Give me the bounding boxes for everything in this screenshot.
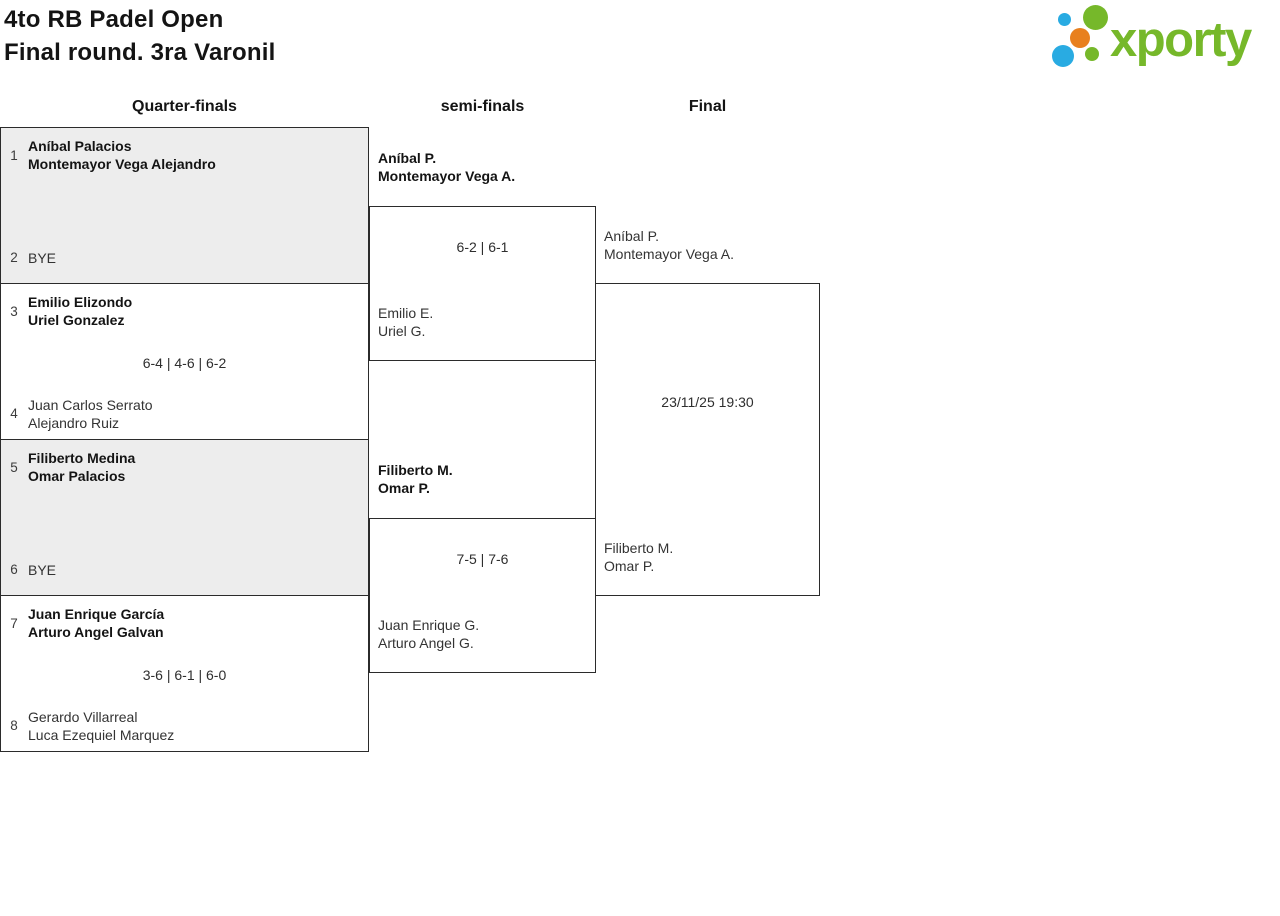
player-name: Emilio E. bbox=[378, 305, 434, 321]
player-name: Luca Ezequiel Marquez bbox=[28, 727, 175, 743]
logo-dot-icon bbox=[1052, 45, 1074, 67]
logo-dot-icon bbox=[1058, 13, 1071, 26]
player-name: Uriel Gonzalez bbox=[28, 312, 125, 328]
player-name: Juan Enrique García bbox=[28, 606, 165, 622]
player-name: Filiberto M. bbox=[378, 462, 453, 478]
bye-label: BYE bbox=[28, 250, 57, 266]
loser-team-names: Juan Enrique G. Arturo Angel G. bbox=[378, 616, 479, 652]
loser-team-names: Emilio E. Uriel G. bbox=[378, 304, 433, 340]
round-header-final: Final bbox=[688, 98, 727, 115]
seed-number: 8 bbox=[10, 718, 18, 733]
player-name: Montemayor Vega Alejandro bbox=[28, 156, 216, 172]
round-category-subtitle: Final round. 3ra Varonil bbox=[4, 39, 276, 66]
winner-team-names: Emilio Elizondo Uriel Gonzalez bbox=[28, 293, 132, 329]
player-name: Aníbal P. bbox=[604, 228, 660, 244]
round-header-semifinals: semi-finals bbox=[440, 98, 525, 115]
player-name: Omar P. bbox=[378, 480, 430, 496]
loser-team-names: Juan Carlos Serrato Alejandro Ruiz bbox=[28, 396, 153, 432]
match-schedule: 23/11/25 19:30 bbox=[661, 394, 754, 410]
winner-team-names: Filiberto Medina Omar Palacios bbox=[28, 449, 135, 485]
winner-team-names: Filiberto M. Omar P. bbox=[378, 461, 453, 497]
qf-match-1-box: 1 Aníbal Palacios Montemayor Vega Alejan… bbox=[0, 127, 369, 284]
bye-label: BYE bbox=[28, 562, 57, 578]
logo-dot-icon bbox=[1070, 28, 1090, 48]
player-name: Aníbal Palacios bbox=[28, 138, 132, 154]
round-header-quarterfinals: Quarter-finals bbox=[132, 98, 237, 115]
player-name: Aníbal P. bbox=[378, 150, 437, 166]
player-name: Montemayor Vega A. bbox=[378, 168, 516, 184]
seed-number: 1 bbox=[10, 148, 18, 163]
seed-number: 7 bbox=[10, 616, 18, 631]
loser-team-names: Gerardo Villarreal Luca Ezequiel Marquez bbox=[28, 708, 174, 744]
logo-wordmark: xporty bbox=[1110, 13, 1252, 67]
qf-match-4-box: 7 Juan Enrique García Arturo Angel Galva… bbox=[0, 595, 369, 752]
seed-number: 2 bbox=[10, 250, 18, 265]
winner-team-names: Aníbal Palacios Montemayor Vega Alejandr… bbox=[28, 137, 216, 173]
player-name: Gerardo Villarreal bbox=[28, 709, 138, 725]
final-match-box: Aníbal P. Montemayor Vega A. 23/11/25 19… bbox=[595, 228, 820, 596]
match-score: 7-5 | 7-6 bbox=[456, 551, 509, 567]
seed-number: 6 bbox=[10, 562, 18, 577]
xporty-logo[interactable]: xporty bbox=[1048, 2, 1278, 74]
player-name: Filiberto M. bbox=[604, 540, 674, 556]
sf-match-1-box: Aníbal P. Montemayor Vega A. 6-2 | 6-1 E… bbox=[369, 150, 596, 361]
bye-slot: BYE bbox=[28, 561, 56, 579]
player-name: Montemayor Vega A. bbox=[604, 246, 734, 262]
player-name: Arturo Angel Galvan bbox=[28, 624, 164, 640]
match-score: 6-2 | 6-1 bbox=[456, 239, 509, 255]
player-name: Emilio Elizondo bbox=[28, 294, 133, 310]
page-title: 4to RB Padel Open Final round. 3ra Varon… bbox=[4, 3, 276, 69]
seed-number: 5 bbox=[10, 460, 18, 475]
finalist-team-names: Filiberto M. Omar P. bbox=[604, 539, 673, 575]
player-name: Juan Enrique G. bbox=[378, 617, 480, 633]
bye-slot: BYE bbox=[28, 249, 56, 267]
logo-dot-icon bbox=[1085, 47, 1099, 61]
winner-team-names: Juan Enrique García Arturo Angel Galvan bbox=[28, 605, 164, 641]
match-score: 6-4 | 4-6 | 6-2 bbox=[142, 355, 227, 371]
winner-team-names: Aníbal P. Montemayor Vega A. bbox=[378, 149, 515, 185]
qf-match-3-box: 5 Filiberto Medina Omar Palacios 6 BYE bbox=[0, 439, 369, 596]
logo-dot-icon bbox=[1083, 5, 1108, 30]
tournament-name: 4to RB Padel Open bbox=[4, 6, 224, 33]
player-name: Uriel G. bbox=[378, 323, 426, 339]
player-name: Filiberto Medina bbox=[28, 450, 136, 466]
player-name: Arturo Angel G. bbox=[378, 635, 474, 651]
player-name: Omar Palacios bbox=[28, 468, 126, 484]
qf-match-2-box: 3 Emilio Elizondo Uriel Gonzalez 6-4 | 4… bbox=[0, 283, 369, 440]
player-name: Omar P. bbox=[604, 558, 655, 574]
sf-match-2-box: Filiberto M. Omar P. 7-5 | 7-6 Juan Enri… bbox=[369, 462, 596, 673]
player-name: Alejandro Ruiz bbox=[28, 415, 120, 431]
match-score: 3-6 | 6-1 | 6-0 bbox=[142, 667, 227, 683]
seed-number: 3 bbox=[10, 304, 18, 319]
player-name: Juan Carlos Serrato bbox=[28, 397, 153, 413]
seed-number: 4 bbox=[10, 406, 18, 421]
finalist-team-names: Aníbal P. Montemayor Vega A. bbox=[604, 227, 734, 263]
